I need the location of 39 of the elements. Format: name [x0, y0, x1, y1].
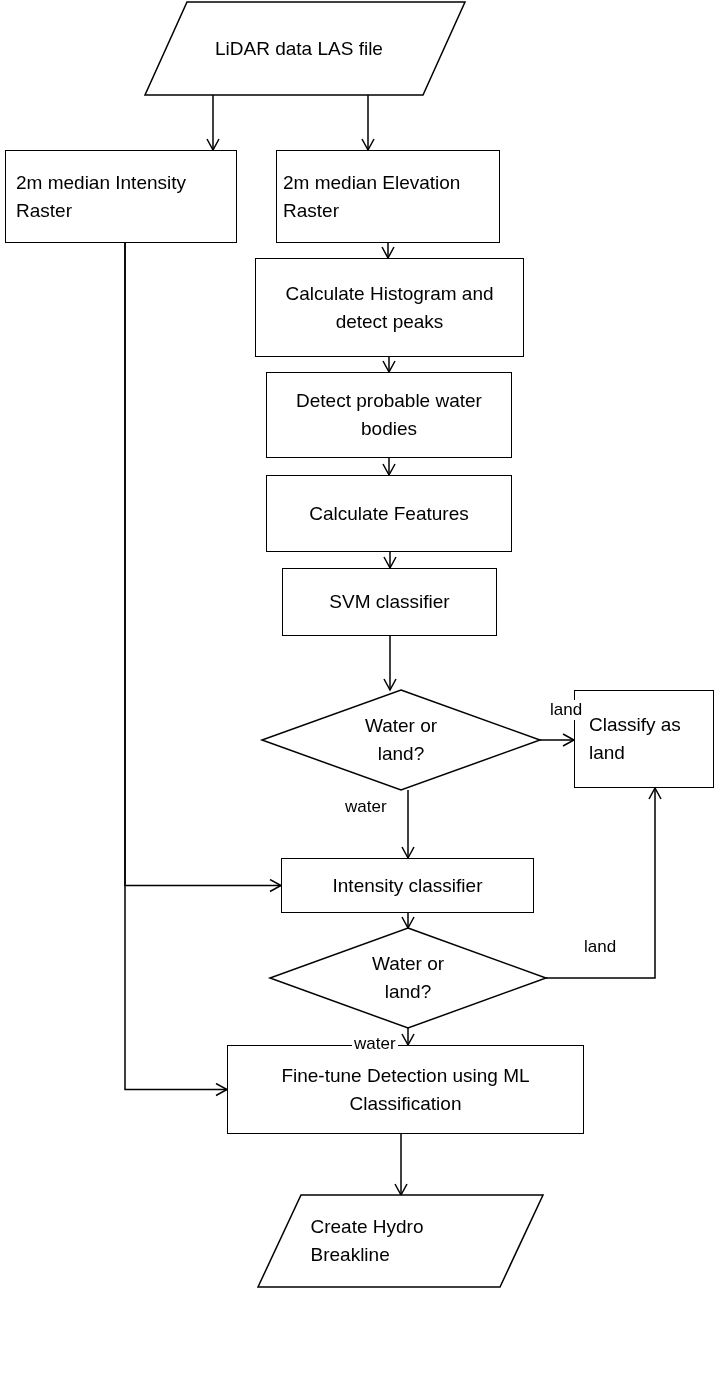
arrow: [382, 356, 396, 373]
node-text: Intensity classifier: [331, 873, 484, 898]
arrow: [545, 787, 662, 979]
node-text: Classify as land: [589, 713, 682, 765]
arrow: [124, 242, 228, 1097]
node-text: Detect probable water bodies: [295, 389, 483, 441]
arrow: [361, 94, 375, 151]
data-parallelogram: [145, 2, 465, 95]
process-box: [282, 568, 497, 636]
arrow: [394, 1133, 408, 1196]
arrow: [383, 551, 397, 569]
process-box: [5, 150, 237, 243]
node-text: SVM classifier: [328, 590, 451, 615]
process-box: [255, 258, 524, 357]
node-text: Water or land?: [363, 714, 439, 766]
arrow: [401, 1027, 415, 1046]
decision-diamond: [262, 690, 540, 790]
arrow: [539, 733, 575, 747]
process-box: [266, 475, 512, 552]
process-box: [266, 372, 512, 458]
process-box: [281, 858, 534, 913]
data-parallelogram: [258, 1195, 543, 1287]
arrow: [382, 457, 396, 476]
node-text: 2m median Elevation Raster: [283, 170, 462, 223]
node-text: Calculate Features: [308, 501, 470, 526]
edge-label: land: [548, 700, 585, 720]
node-text: Create Hydro Breakline: [310, 1215, 425, 1267]
arrow: [206, 94, 220, 151]
arrow: [401, 789, 415, 859]
arrow: [383, 635, 397, 691]
node-text: Calculate Histogram and detect peaks: [284, 281, 495, 334]
arrow: [401, 912, 415, 929]
arrow: [381, 242, 395, 259]
node-text: 2m median Intensity Raster: [16, 170, 188, 223]
node-text: Fine-tune Detection using ML Classification: [280, 1063, 531, 1116]
node-text: LiDAR data LAS file: [215, 36, 384, 61]
process-box: [276, 150, 500, 243]
node-text: Water or land?: [370, 952, 446, 1004]
decision-diamond: [270, 928, 546, 1028]
